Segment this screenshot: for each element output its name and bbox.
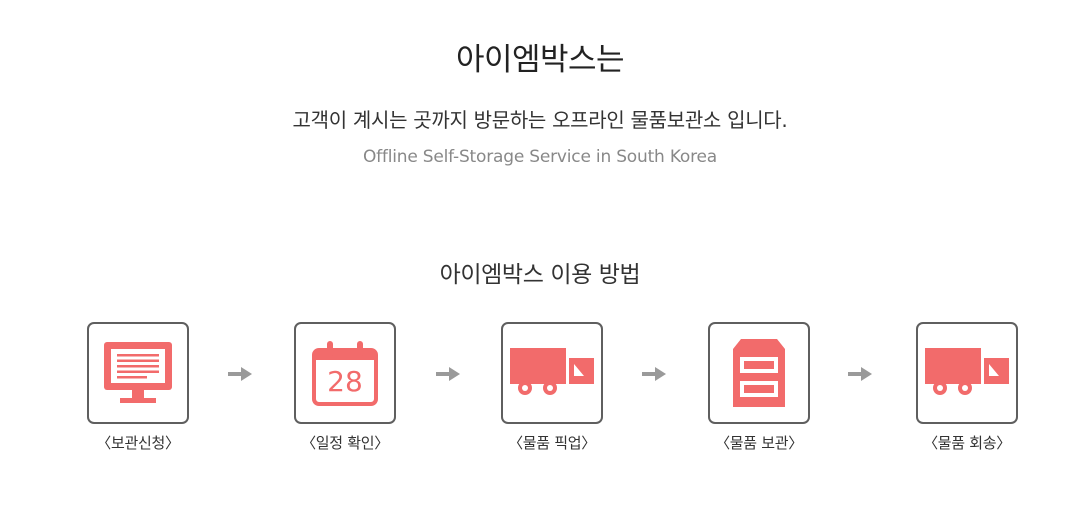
step-label: 〈물품 보관〉 xyxy=(715,434,803,452)
monitor-icon xyxy=(104,342,172,403)
step-box xyxy=(87,322,189,424)
step-pickup: 〈물품 픽업〉 xyxy=(472,322,632,453)
step-storage: 〈물품 보관〉 xyxy=(679,322,839,453)
howto-section-title: 아이엠박스 이용 방법 xyxy=(439,262,641,288)
step-return: 〈물품 회송〉 xyxy=(887,322,1047,453)
page-subtitle-english: Offline Self-Storage Service in South Ko… xyxy=(362,147,718,167)
truck-icon xyxy=(925,348,1009,395)
step-schedule: 28 〈일정 확인〉 xyxy=(265,322,425,453)
step-box: 28 xyxy=(294,322,396,424)
page-title: 아이엠박스는 xyxy=(455,42,625,78)
truck-icon xyxy=(510,348,594,395)
calendar-date: 28 xyxy=(327,365,363,398)
arrow-right-icon xyxy=(642,367,666,381)
page-subtitle: 고객이 계시는 곳까지 방문하는 오프라인 물품보관소 입니다. xyxy=(292,108,788,132)
step-apply: 〈보관신청〉 xyxy=(58,322,218,453)
step-box xyxy=(501,322,603,424)
step-box xyxy=(708,322,810,424)
step-label: 〈물품 픽업〉 xyxy=(508,434,596,452)
step-box xyxy=(916,322,1018,424)
step-label: 〈일정 확인〉 xyxy=(301,434,389,452)
arrow-right-icon xyxy=(848,367,872,381)
step-label: 〈물품 회송〉 xyxy=(923,434,1011,452)
storage-cabinet-icon xyxy=(733,339,785,407)
arrow-right-icon xyxy=(228,367,252,381)
step-label: 〈보관신청〉 xyxy=(96,434,180,452)
arrow-right-icon xyxy=(436,367,460,381)
calendar-icon: 28 xyxy=(310,340,380,406)
